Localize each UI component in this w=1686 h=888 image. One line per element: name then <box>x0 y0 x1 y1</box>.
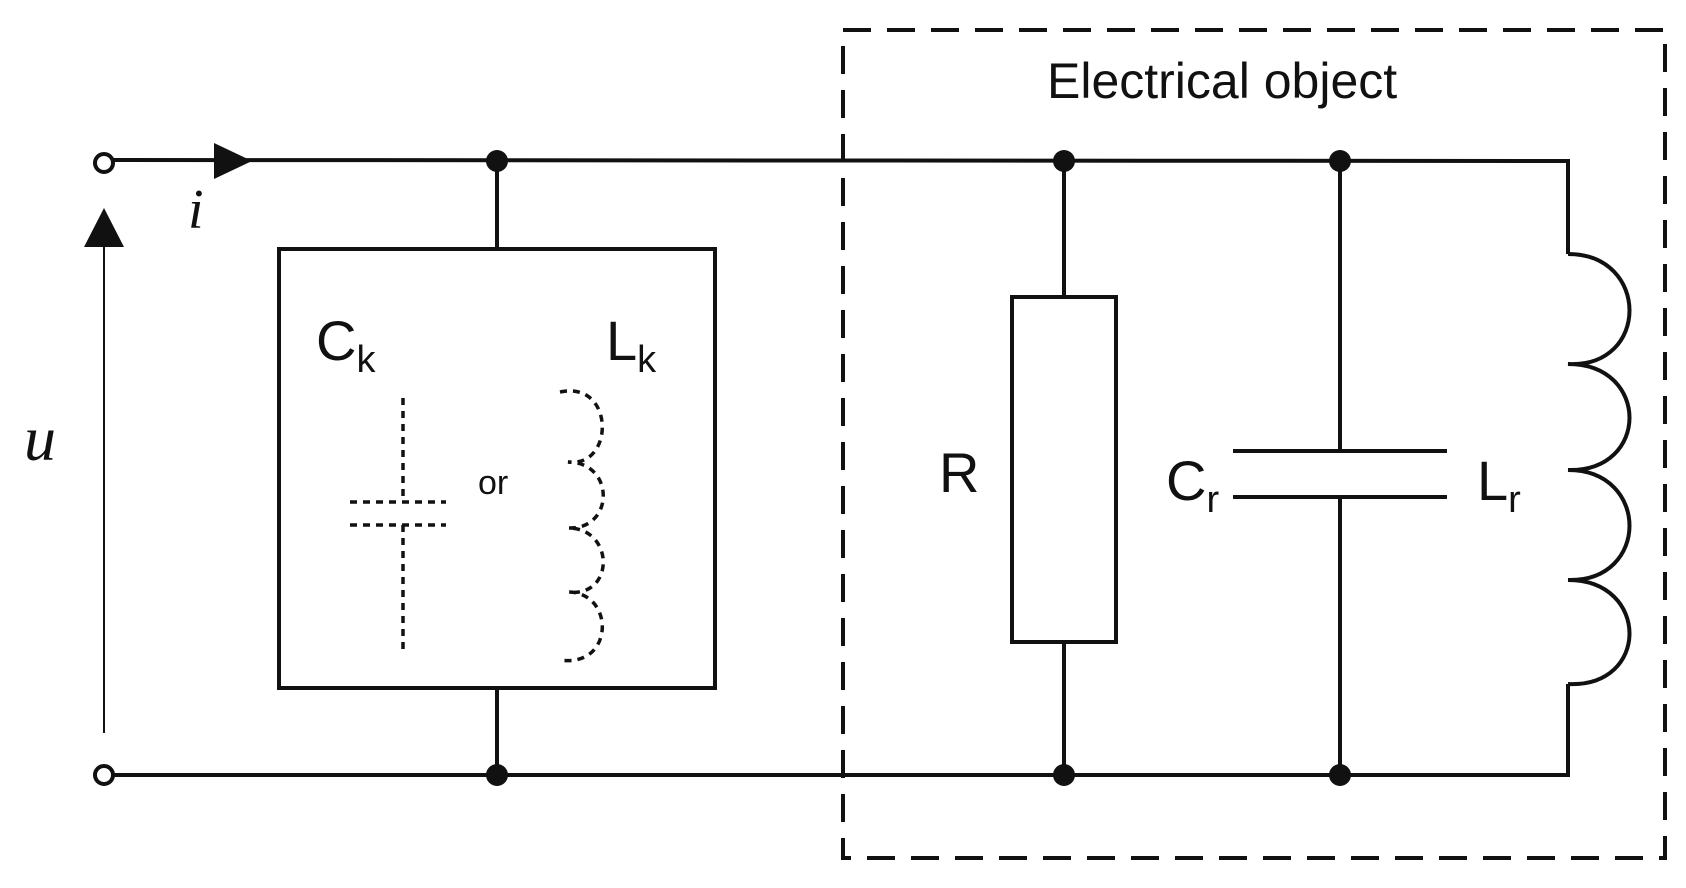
object-inductor-subscript: r <box>1508 479 1521 521</box>
test-capacitor-subscript: k <box>356 339 376 381</box>
electrical-object-title: Electrical object <box>1047 53 1397 109</box>
connector-word: or <box>478 464 508 502</box>
current-label: i <box>188 179 204 241</box>
bottom-rail-wire <box>113 684 1570 777</box>
junction-dot <box>1329 150 1351 172</box>
junction-dot <box>486 150 508 172</box>
current-arrow-icon <box>214 143 252 179</box>
test-inductor-subscript: k <box>637 339 657 381</box>
junction-dot <box>1329 764 1351 786</box>
junction-dot <box>486 764 508 786</box>
top-rail-wire <box>112 158 1570 254</box>
inductor-coil-icon <box>1567 252 1632 687</box>
resistor-body <box>1010 295 1118 644</box>
voltage-label: u <box>24 403 56 474</box>
top-terminal <box>93 152 115 174</box>
object-capacitor-subscript: r <box>1206 479 1219 521</box>
test-capacitor-symbol: C <box>316 309 356 372</box>
dotted-inductor-icon <box>559 389 605 663</box>
test-capacitor-label: Ck <box>316 309 376 381</box>
dotted-capacitor-icon <box>350 398 446 650</box>
junction-dot <box>1053 764 1075 786</box>
electrical-object-boundary <box>841 28 1667 860</box>
object-inductor-label: Lr <box>1477 449 1521 521</box>
junction-dot <box>1053 150 1075 172</box>
object-capacitor-symbol: C <box>1166 449 1206 512</box>
resistor-label: R <box>939 441 979 504</box>
bottom-terminal <box>93 764 115 786</box>
object-inductor-symbol: L <box>1477 449 1508 512</box>
test-inductor-symbol: L <box>606 309 637 372</box>
test-element-box <box>277 247 717 690</box>
voltage-arrow-icon <box>84 208 124 247</box>
test-inductor-label: Lk <box>606 309 657 381</box>
object-capacitor-label: Cr <box>1166 449 1219 521</box>
